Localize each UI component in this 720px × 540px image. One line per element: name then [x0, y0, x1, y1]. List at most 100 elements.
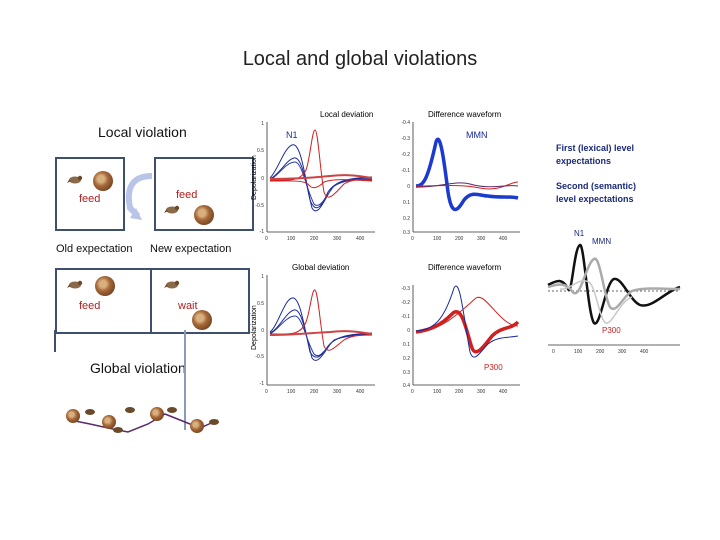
svg-text:300: 300: [618, 349, 627, 355]
svg-text:400: 400: [640, 349, 649, 355]
x-tick-label: 0: [265, 236, 268, 242]
nut-icon: [93, 171, 113, 191]
global-deviation-plot: [266, 275, 375, 386]
y-tick-label: 1: [261, 121, 264, 127]
bird-icon: [85, 409, 95, 415]
x-tick-label: 400: [499, 236, 508, 242]
y-tick-label: 0.5: [257, 148, 264, 154]
x-tick-label: 200: [455, 389, 464, 395]
erp-inset-plot: N1 MMN P300 0 100 200 300 400: [547, 229, 681, 355]
global-difference-traces: [415, 285, 520, 358]
gray-trace: [547, 257, 681, 311]
bird-icon: [164, 205, 180, 214]
feed-label: feed: [79, 300, 101, 312]
local-deviation-plot: [266, 122, 375, 233]
x-ticks-local: 0 100 200 300 400: [265, 236, 365, 242]
n1-label: N1: [286, 130, 298, 140]
x-tick-label: 300: [477, 236, 486, 242]
x-tick-label: 100: [433, 389, 442, 395]
nut-icon: [66, 409, 80, 423]
x-tick-label: 0: [265, 389, 268, 395]
x-tick-label: 400: [356, 389, 365, 395]
nut-icon: [150, 407, 164, 421]
feed-label: feed: [176, 189, 198, 201]
y-ticks-local: 1 0.5 0 -0.5 -1: [255, 121, 264, 235]
y-tick-label: -1: [260, 381, 265, 387]
y-tick-label: -0.5: [255, 354, 264, 360]
x-tick-label: 400: [499, 389, 508, 395]
y-tick-label: 0: [407, 184, 410, 190]
local-difference-plot: [412, 122, 520, 233]
depolarization-label: Depolarization: [251, 155, 258, 200]
svg-text:100: 100: [574, 349, 583, 355]
y-tick-label: 0.1: [403, 200, 410, 206]
depolarization-label: Depolarization: [251, 305, 258, 350]
y-tick-label: 0.1: [403, 342, 410, 348]
y-tick-label: 0.4: [403, 383, 410, 389]
y-ticks-global: 1 0.5 0 -0.5 -1: [255, 274, 264, 387]
first-level-caption: First (lexical) level expectations: [556, 143, 635, 166]
mmn-label: MMN: [466, 130, 488, 140]
bird-icon: [209, 419, 219, 425]
bird-icon: [125, 407, 135, 413]
erp-panels: Local deviation Difference waveform Glob…: [251, 110, 520, 395]
y-tick-label: -0.2: [401, 152, 410, 158]
x-ticks-inset: 0 100 200 300 400: [552, 349, 649, 355]
y-tick-label: 0.3: [403, 230, 410, 236]
y-tick-label: 0: [261, 176, 264, 182]
n1-label: N1: [574, 229, 585, 238]
wait-label: wait: [178, 300, 198, 312]
black-trace: [547, 243, 681, 325]
x-tick-label: 0: [411, 236, 414, 242]
light-trace: [559, 280, 633, 324]
difference-waveform-title: Difference waveform: [428, 263, 502, 272]
global-difference-plot: [412, 285, 520, 386]
mmn-label: MMN: [592, 237, 611, 246]
local-deviation-title: Local deviation: [320, 110, 373, 119]
y-tick-label: -0.5: [255, 203, 264, 209]
y-tick-label: 0.2: [403, 356, 410, 362]
svg-text:200: 200: [596, 349, 605, 355]
return-arrow-icon: [125, 173, 153, 220]
y-tick-label: 1: [261, 274, 264, 280]
global-wait-box: wait: [150, 268, 250, 334]
y-tick-label: -1: [260, 229, 265, 235]
x-tick-label: 100: [287, 236, 296, 242]
new-expectation-box: feed: [154, 157, 254, 231]
nut-icon: [190, 419, 204, 433]
y-tick-label: 0: [407, 328, 410, 334]
nut-icon: [102, 415, 116, 429]
slide-title: Local and global violations: [242, 48, 478, 70]
y-tick-label: -0.2: [401, 300, 410, 306]
bird-icon: [67, 175, 83, 184]
nut-icon: [95, 276, 115, 296]
new-expectation-label: New expectation: [150, 243, 232, 255]
y-tick-label: 0.2: [403, 216, 410, 222]
x-tick-label: 200: [310, 389, 319, 395]
bird-icon: [67, 280, 83, 289]
x-ticks-global: 0 100 200 300 400: [265, 389, 365, 395]
p300-label: P300: [484, 363, 503, 372]
x-tick-label: 300: [333, 389, 342, 395]
global-deviation-traces: [269, 289, 373, 361]
bird-icon: [113, 427, 123, 433]
bird-icon: [167, 407, 177, 413]
x-tick-label: 200: [310, 236, 319, 242]
local-violation-label: Local violation: [98, 124, 187, 140]
second-level-caption: Second (semantic) level expectations: [556, 181, 637, 204]
x-ticks-local-diff: 0 100 200 300 400: [411, 236, 508, 242]
feed-label: feed: [79, 193, 101, 205]
x-tick-label: 0: [411, 389, 414, 395]
event-sequence: [62, 405, 232, 441]
y-tick-label: -0.4: [401, 120, 410, 126]
y-tick-label: -0.1: [401, 168, 410, 174]
y-tick-label: 0: [261, 328, 264, 334]
x-tick-label: 100: [287, 389, 296, 395]
old-expectation-label: Old expectation: [56, 243, 133, 255]
y-tick-label: 0.5: [257, 301, 264, 307]
local-difference-traces: [415, 137, 519, 212]
global-feed-box: feed: [55, 268, 155, 334]
nut-icon: [194, 205, 214, 225]
difference-waveform-title: Difference waveform: [428, 110, 502, 119]
x-tick-label: 400: [356, 236, 365, 242]
